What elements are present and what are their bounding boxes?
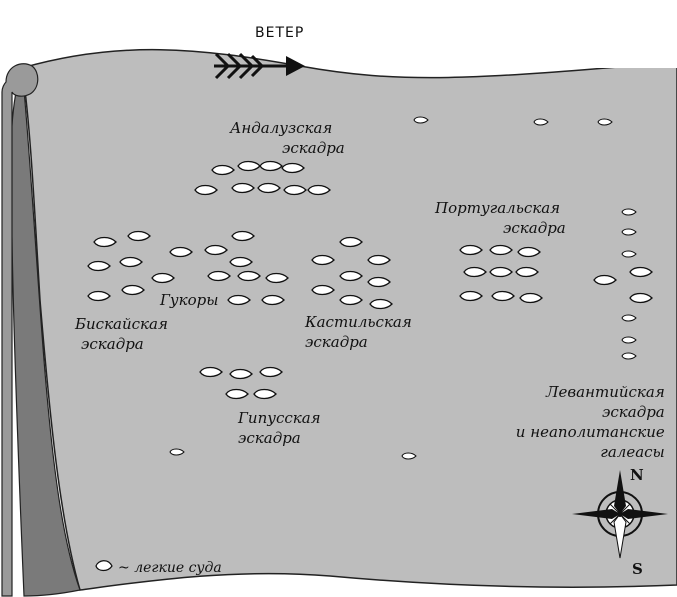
compass-rose-icon xyxy=(572,470,668,559)
ship-icon xyxy=(119,256,143,268)
light-ship-icon xyxy=(401,452,417,460)
ship-icon xyxy=(517,246,541,258)
ship-icon xyxy=(489,244,513,256)
ship-icon xyxy=(261,294,285,306)
label-biscay-squadron: Бискайская эскадра xyxy=(75,315,168,353)
legend-text: легкие суда xyxy=(134,560,222,576)
ship-icon xyxy=(463,266,487,278)
ship-icon xyxy=(491,290,515,302)
ship-icon xyxy=(127,230,151,242)
light-ship-icon xyxy=(169,448,185,456)
ship-icon xyxy=(369,298,393,310)
light-ship-icon xyxy=(621,314,637,322)
light-ship-icon xyxy=(621,228,637,236)
label-andalusian-squadron: Андалузская эскадра xyxy=(230,119,345,157)
ship-icon xyxy=(121,284,145,296)
ship-icon xyxy=(311,284,335,296)
ship-icon xyxy=(229,256,253,268)
ship-icon xyxy=(229,368,253,380)
ship-icon xyxy=(231,230,255,242)
wind-label: ВЕТЕР xyxy=(255,25,305,41)
ship-icon xyxy=(225,388,249,400)
ship-icon xyxy=(339,270,363,282)
ship-icon xyxy=(194,184,218,196)
ship-icon xyxy=(259,160,283,172)
ship-icon xyxy=(519,292,543,304)
ship-icon xyxy=(237,270,261,282)
ship-icon xyxy=(629,266,653,278)
label-levant-squadron: Левантийская эскадра и неаполитанские га… xyxy=(515,383,665,461)
light-ship-icon xyxy=(413,116,429,124)
ship-icon xyxy=(265,272,289,284)
label-hulks: Гукоры xyxy=(160,291,219,309)
light-ship-icon xyxy=(621,352,637,360)
compass-north-label: N xyxy=(630,466,644,484)
ship-icon xyxy=(151,272,175,284)
ship-icon xyxy=(93,236,117,248)
ship-icon xyxy=(593,274,617,286)
ship-icon xyxy=(204,244,228,256)
light-ship-icon xyxy=(597,118,613,126)
light-ship-legend-icon xyxy=(95,560,113,572)
ship-icon xyxy=(489,266,513,278)
ship-icon xyxy=(367,276,391,288)
label-portuguese-squadron: Португальская эскадра xyxy=(435,199,566,237)
ship-icon xyxy=(257,182,281,194)
ship-icon xyxy=(169,246,193,258)
label-guipuzcoa-squadron: Гипусская эскадра xyxy=(238,409,321,447)
ship-icon xyxy=(199,366,223,378)
ship-icon xyxy=(307,184,331,196)
ship-icon xyxy=(211,164,235,176)
ship-icon xyxy=(629,292,653,304)
ships-group xyxy=(87,116,653,460)
ship-icon xyxy=(339,236,363,248)
ship-icon xyxy=(227,294,251,306)
ship-icon xyxy=(283,184,307,196)
light-ship-icon xyxy=(621,250,637,258)
ship-icon xyxy=(367,254,391,266)
light-ship-icon xyxy=(621,336,637,344)
compass-south-label: S xyxy=(632,560,643,578)
legend-symbol: ~ xyxy=(118,560,130,576)
ship-icon xyxy=(459,244,483,256)
ship-icon xyxy=(311,254,335,266)
ship-icon xyxy=(259,366,283,378)
ship-icon xyxy=(87,290,111,302)
ship-icon xyxy=(281,162,305,174)
light-ship-icon xyxy=(621,208,637,216)
ship-icon xyxy=(231,182,255,194)
label-castilian-squadron: Кастильская эскадра xyxy=(305,313,412,351)
ship-icon xyxy=(87,260,111,272)
ship-icon xyxy=(515,266,539,278)
ship-icon xyxy=(459,290,483,302)
ship-icon xyxy=(339,294,363,306)
ship-icon xyxy=(253,388,277,400)
light-ship-icon xyxy=(533,118,549,126)
ship-icon xyxy=(207,270,231,282)
legend-label: ~ легкие суда xyxy=(118,560,222,576)
wind-arrow-icon xyxy=(214,52,305,80)
scroll-roll xyxy=(1,63,39,597)
ship-icon xyxy=(237,160,261,172)
